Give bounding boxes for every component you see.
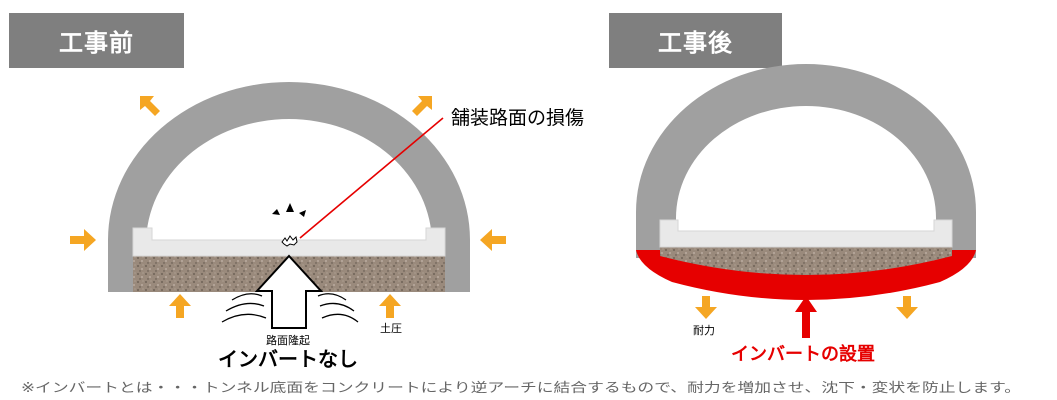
after-road-slab [659,219,953,248]
no-invert-label: インバートなし [218,347,358,371]
invert-installed-label: インバートの設置 [731,343,875,365]
arrow-icon [896,296,918,319]
arrow-icon [412,96,432,116]
before-title-badge: 工事前 [9,13,184,68]
endurance-label: 耐力 [693,324,715,337]
callout-text: 舗装路面の損傷 [451,107,584,129]
arrow-icon [169,294,191,318]
heave-label: 路面隆起 [266,333,310,347]
earth-pressure-label: 土圧 [380,322,402,335]
before-pressure-arrows [70,96,506,318]
after-tunnel [636,64,976,300]
after-tunnel-lining [636,64,976,258]
after-endurance-arrows [695,296,918,319]
before-tunnel-lining [108,82,470,292]
heave-lines [221,293,359,323]
heave-arrow-icon [254,254,324,329]
invert-arrow-icon [795,296,817,338]
damage-burst-icon [272,203,306,247]
after-title: 工事後 [658,29,733,57]
after-title-badge: 工事後 [609,13,782,68]
arrow-icon [379,294,401,318]
arrow-icon [140,96,160,116]
footnote: ※インバートとは・・・トンネル底面をコンクリートにより逆アーチに結合するもので、… [21,380,1021,396]
arrow-icon [70,229,96,251]
arrow-icon [480,229,506,251]
arrow-icon [695,296,717,319]
after-ground [660,245,952,275]
before-title: 工事前 [59,29,134,57]
callout-line [299,117,444,239]
